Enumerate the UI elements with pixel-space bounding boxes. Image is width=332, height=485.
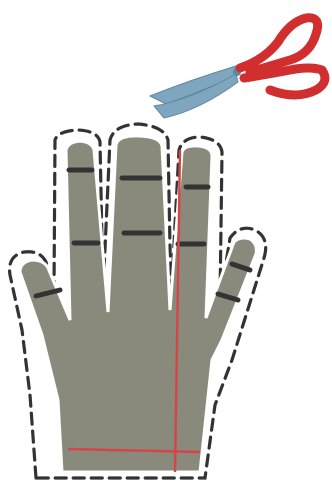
scissor-handles <box>240 18 325 95</box>
glove-icon <box>10 124 266 478</box>
scissors-icon <box>150 18 325 118</box>
